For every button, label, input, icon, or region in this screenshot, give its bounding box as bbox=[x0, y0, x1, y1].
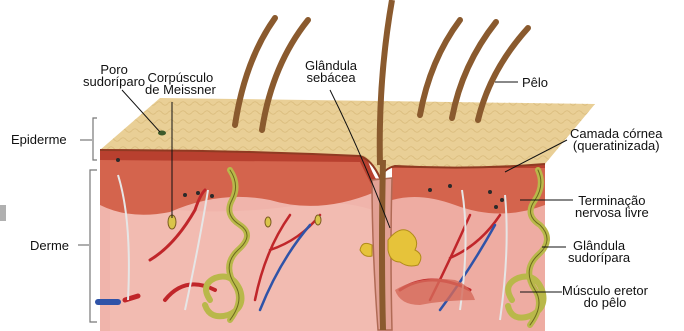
label-pelo: Pêlo bbox=[522, 77, 548, 89]
edge-marker bbox=[0, 205, 6, 221]
label-glandula-sebacea: Glândulasebácea bbox=[305, 60, 357, 84]
label-musculo-eretor: Músculo eretordo pêlo bbox=[562, 285, 648, 309]
label-terminacao-nervosa: Terminaçãonervosa livre bbox=[575, 195, 649, 219]
label-poro-sudoriparo: Porosudoríparo bbox=[83, 64, 145, 88]
layer-brackets bbox=[78, 118, 97, 322]
label-epiderme: Epiderme bbox=[11, 134, 67, 146]
label-corpusculo-meissner: Corpúsculode Meissner bbox=[145, 72, 216, 96]
label-derme: Derme bbox=[30, 240, 69, 252]
label-camada-cornea: Camada córnea(queratinizada) bbox=[570, 128, 663, 152]
label-glandula-sudoripara: Glândulasudorípara bbox=[568, 240, 630, 264]
